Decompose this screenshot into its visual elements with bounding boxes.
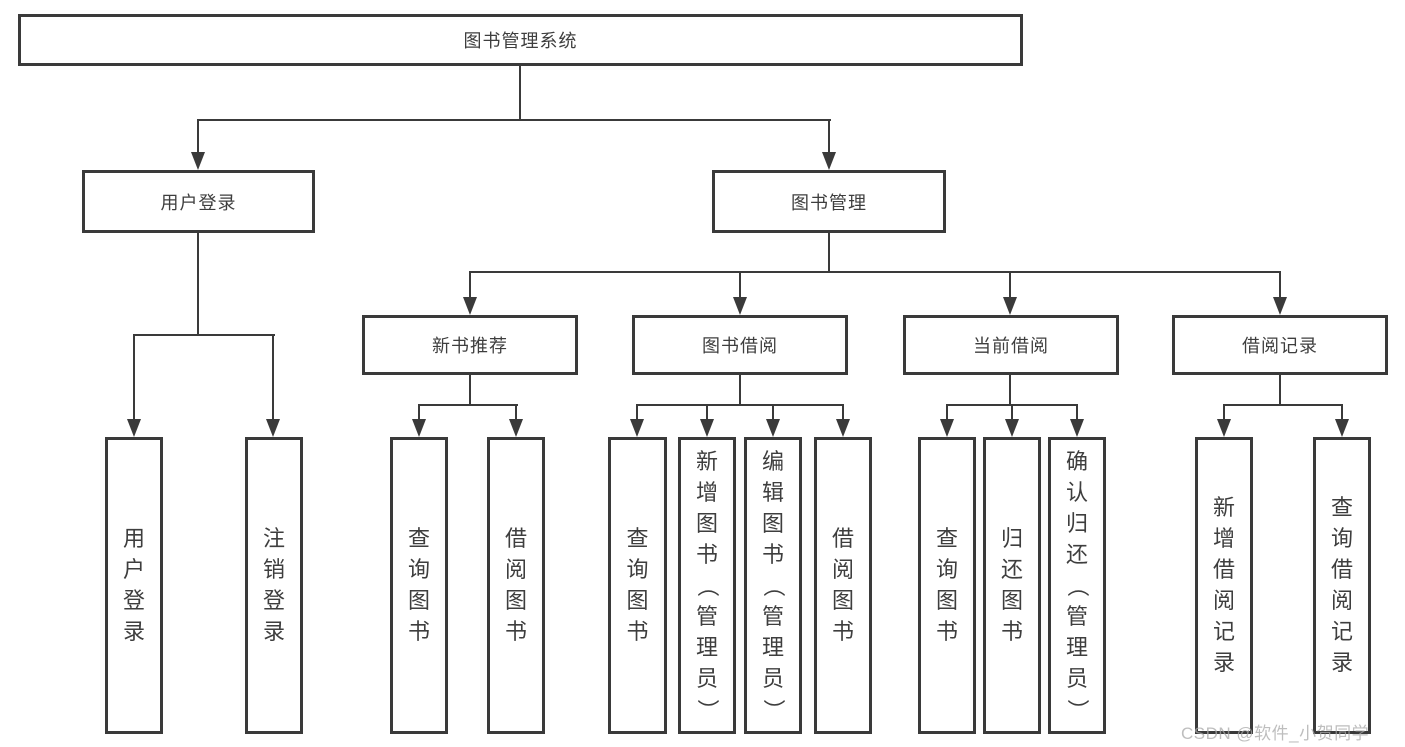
connector-stub [739,374,741,406]
node-new-book-recommend-label: 新书推荐 [432,336,508,356]
node-root: 图书管理系统 [18,14,1023,66]
arrowhead-down-icon [509,419,523,437]
connector-stem [1223,404,1225,421]
node-new-book-recommend: 新书推荐 [362,315,578,375]
connector-stem [1009,271,1011,299]
node-book-borrow: 图书借阅 [632,315,848,375]
node-book-management-label: 图书管理 [791,192,867,213]
connector-stem [946,404,948,421]
node-book-borrow-label: 图书借阅 [702,336,778,356]
connector-stem [1011,404,1013,421]
leaf-add-book-admin: 新增图书（管理员） [678,437,736,734]
node-current-borrow: 当前借阅 [903,315,1119,375]
node-borrow-records-label: 借阅记录 [1242,336,1318,356]
leaf-edit-book-admin: 编辑图书（管理员） [744,437,802,734]
connector-stub [469,374,471,406]
connector-stem-user-login [197,119,199,157]
leaf-confirm-return-admin: 确认归还（管理员） [1048,437,1106,734]
leaf-borrow-book: 借阅图书 [814,437,872,734]
connector-stem [1279,271,1281,299]
node-user-login: 用户登录 [82,170,315,233]
connector-stem [1076,404,1078,421]
arrowhead-down-icon [412,419,426,437]
node-root-label: 图书管理系统 [463,31,578,51]
leaf-logout: 注销登录 [245,437,303,734]
connector-stem [842,404,844,421]
node-user-login-label: 用户登录 [160,192,237,213]
connector-stem [133,334,135,420]
leaf-user-login: 用户登录 [105,437,163,734]
connector-book-mgmt-stub [828,232,830,273]
connector-stem [1341,404,1343,421]
connector-stub [1009,374,1011,406]
connector-level2-branch [469,271,1281,273]
arrowhead-down-icon [127,419,141,437]
arrowhead-down-icon [191,152,205,170]
connector-stub [1279,374,1281,406]
arrowhead-down-icon [700,419,714,437]
connector-root-stub [519,65,521,120]
connector-branch [636,404,844,406]
arrowhead-down-icon [266,419,280,437]
arrowhead-down-icon [630,419,644,437]
arrowhead-down-icon [733,297,747,315]
connector-branch [418,404,518,406]
arrowhead-down-icon [1070,419,1084,437]
arrowhead-down-icon [1005,419,1019,437]
connector-stem [739,271,741,299]
arrowhead-down-icon [1003,297,1017,315]
connector-stem [515,404,517,421]
connector-stem [272,334,274,420]
arrowhead-down-icon [836,419,850,437]
csdn-watermark: CSDN @软件_小贺同学 [1181,724,1370,743]
connector-level1-branch [197,119,831,121]
node-book-management: 图书管理 [712,170,946,233]
leaf-query-book-recommend: 查询图书 [390,437,448,734]
arrowhead-down-icon [1335,419,1349,437]
connector-user-login-branch [133,334,275,336]
leaf-add-borrow-record: 新增借阅记录 [1195,437,1253,734]
leaf-borrow-book-recommend: 借阅图书 [487,437,545,734]
connector-stem-book-mgmt [828,119,830,157]
leaf-query-borrow-record: 查询借阅记录 [1313,437,1371,734]
connector-stem [418,404,420,421]
arrowhead-down-icon [822,152,836,170]
connector-stem [469,271,471,299]
leaf-query-book-current: 查询图书 [918,437,976,734]
arrowhead-down-icon [940,419,954,437]
leaf-return-book: 归还图书 [983,437,1041,734]
connector-user-login-stub [197,232,199,335]
connector-stem [772,404,774,421]
node-current-borrow-label: 当前借阅 [973,336,1049,356]
arrowhead-down-icon [1273,297,1287,315]
leaf-query-book-borrow: 查询图书 [608,437,667,734]
connector-stem [706,404,708,421]
arrowhead-down-icon [766,419,780,437]
connector-stem [636,404,638,421]
arrowhead-down-icon [463,297,477,315]
connector-branch [1223,404,1343,406]
arrowhead-down-icon [1217,419,1231,437]
node-borrow-records: 借阅记录 [1172,315,1388,375]
